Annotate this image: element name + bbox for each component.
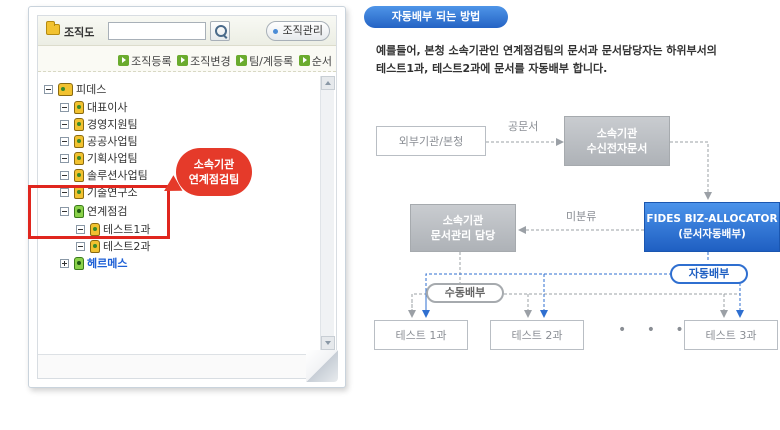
org-icon: [74, 101, 84, 114]
arrow-right-icon: [236, 55, 248, 66]
collapse-icon[interactable]: [76, 242, 85, 251]
tree-node[interactable]: 경영지원팀: [60, 117, 138, 133]
page-curl: [306, 350, 338, 382]
tree-node[interactable]: 기술연구소: [60, 185, 138, 201]
scroll-down-icon[interactable]: [321, 336, 335, 350]
org-chart-title: 조직도: [64, 26, 95, 39]
arrow-right-icon: [298, 55, 310, 66]
org-icon: [90, 223, 100, 236]
collapse-icon[interactable]: [60, 137, 69, 146]
receiver-line2: 수신전자문서: [586, 142, 648, 155]
tree-node-label: 피데스: [76, 83, 107, 96]
highlight-box: [28, 185, 170, 239]
manual-distribution-label: 수동배부: [426, 283, 504, 303]
section-title: 자동배부 되는 방법: [364, 6, 508, 28]
org-action-bar: 조직등록 조직변경 팀/계등록 순서: [38, 46, 336, 72]
collapse-icon[interactable]: [76, 225, 85, 234]
org-toolbar: 조직도 조직관리: [38, 16, 336, 46]
org-chart-panel: 조직도 조직관리 조직등록 조직변경 팀/계등록 순서 피데스 대표이사 경영지…: [37, 15, 337, 379]
external-agency-box: 외부기관/본청: [376, 126, 486, 156]
collapse-icon[interactable]: [60, 188, 69, 197]
allocator-line2: (문서자동배부): [678, 228, 746, 240]
tree-node-hermes[interactable]: 헤르메스: [60, 256, 127, 272]
auto-distribution-label: 자동배부: [670, 264, 748, 284]
tree-node[interactable]: 기획사업팀: [60, 151, 138, 167]
official-doc-label: 공문서: [508, 120, 539, 133]
manager-line2: 문서관리 담당: [430, 229, 496, 242]
search-button[interactable]: [210, 21, 230, 41]
description: 예를들어, 본청 소속기관인 연계점검팀의 문서과 문서담당자는 하위부서의 테…: [376, 42, 776, 78]
manager-line1: 소속기관: [442, 214, 484, 227]
collapse-icon[interactable]: [60, 120, 69, 129]
change-org-button[interactable]: 조직변경: [177, 53, 231, 69]
org-icon: [74, 205, 84, 218]
org-manage-button[interactable]: 조직관리: [265, 21, 330, 41]
arrow-receiver-allocator: [670, 141, 712, 200]
allocator-line1: FIDES BIZ-ALLOCATOR: [646, 213, 778, 225]
scroll-up-icon[interactable]: [321, 76, 335, 90]
callout-line2: 연계점검팀: [188, 173, 240, 186]
org-icon: [74, 118, 84, 131]
org-icon: [74, 169, 84, 182]
org-icon: [58, 83, 73, 96]
tree-node[interactable]: 솔루션사업팀: [60, 168, 148, 184]
org-icon: [74, 257, 84, 270]
allocator-box: FIDES BIZ-ALLOCATOR (문서자동배부): [644, 202, 780, 252]
folder-icon: [46, 21, 60, 35]
order-button[interactable]: 순서: [298, 53, 332, 69]
test2-box: 테스트 2과: [490, 320, 584, 350]
collapse-icon[interactable]: [60, 207, 69, 216]
receiver-box: 소속기관 수신전자문서: [564, 116, 670, 166]
arrow-right-icon: [118, 55, 130, 66]
tree-node-root[interactable]: 피데스: [44, 82, 106, 98]
description-line2: 테스트1과, 테스트2과에 문서를 자동배부 합니다.: [376, 62, 608, 75]
panel-statusbar: [38, 354, 336, 378]
collapse-icon[interactable]: [44, 85, 53, 94]
test1-box: 테스트 1과: [374, 320, 468, 350]
org-tree: 피데스 대표이사 경영지원팀 공공사업팀 기획사업팀 솔루션사업팀 기술연구소 …: [38, 72, 336, 354]
org-icon: [90, 240, 100, 253]
ellipsis: • • •: [618, 322, 692, 338]
tree-node-test1[interactable]: 테스트1과: [76, 222, 150, 238]
org-icon: [74, 152, 84, 165]
expand-icon[interactable]: [60, 259, 69, 268]
tree-node[interactable]: 대표이사: [60, 100, 127, 116]
doc-manager-box: 소속기관 문서관리 담당: [410, 204, 516, 252]
collapse-icon[interactable]: [60, 171, 69, 180]
org-chart-window: 조직도 조직관리 조직등록 조직변경 팀/계등록 순서 피데스 대표이사 경영지…: [28, 6, 346, 388]
tree-node-linked-inspection[interactable]: 연계점검: [60, 204, 127, 220]
callout-line1: 소속기관: [193, 158, 235, 171]
unassigned-label: 미분류: [566, 210, 597, 223]
register-team-button[interactable]: 팀/계등록: [236, 53, 293, 69]
collapse-icon[interactable]: [60, 103, 69, 112]
register-org-button[interactable]: 조직등록: [118, 53, 172, 69]
collapse-icon[interactable]: [60, 154, 69, 163]
callout-bubble: 소속기관 연계점검팀: [176, 148, 252, 196]
org-search-input[interactable]: [108, 22, 206, 40]
arrow-right-icon: [177, 55, 189, 66]
tree-scrollbar[interactable]: [320, 76, 335, 350]
org-icon: [74, 135, 84, 148]
tree-node-test2[interactable]: 테스트2과: [76, 239, 150, 255]
description-line1: 예를들어, 본청 소속기관인 연계점검팀의 문서과 문서담당자는 하위부서의: [376, 44, 717, 57]
test3-box: 테스트 3과: [684, 320, 778, 350]
receiver-line1: 소속기관: [596, 127, 638, 140]
tree-node[interactable]: 공공사업팀: [60, 134, 138, 150]
